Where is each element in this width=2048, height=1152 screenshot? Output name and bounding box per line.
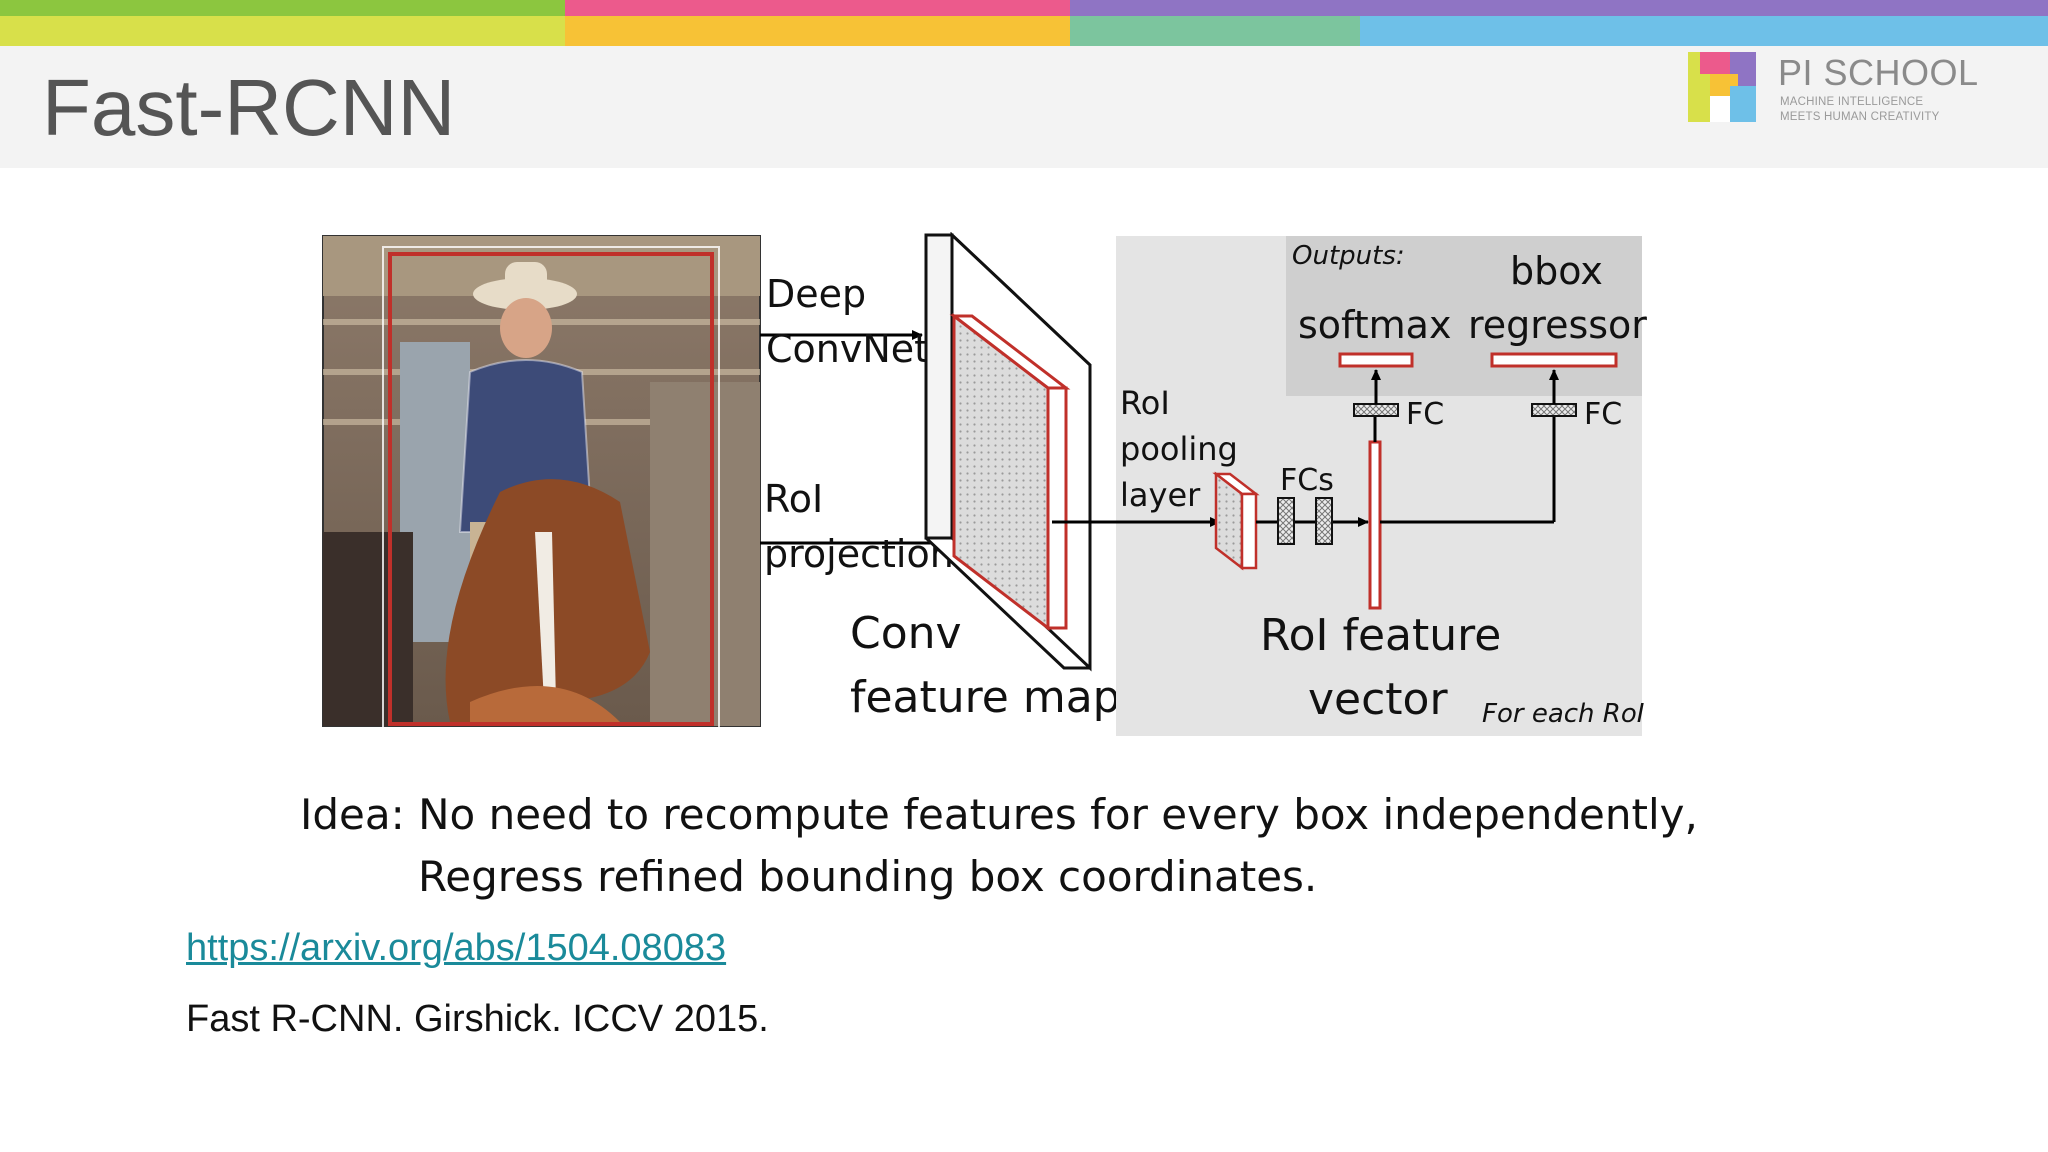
logo-tagline-2: MEETS HUMAN CREATIVITY (1780, 111, 1940, 123)
input-image (322, 235, 761, 732)
regressor-output (1490, 352, 1618, 368)
label-vector: vector (1308, 674, 1448, 725)
idea-line-2: Regress refined bounding box coordinates… (418, 852, 1318, 901)
roi-pooling-block (1212, 471, 1260, 571)
label-feature-map: feature map (850, 672, 1121, 723)
label-roi: RoI (764, 477, 823, 521)
outputs-panel (1286, 236, 1642, 396)
roi-feature-vector (1368, 440, 1382, 610)
conv-feature-map (924, 232, 1092, 672)
label-regressor: regressor (1468, 303, 1647, 347)
label-outputs: Outputs: (1292, 241, 1405, 271)
logo-tagline-1: MACHINE INTELLIGENCE (1780, 96, 1924, 108)
label-for-each-roi: For each RoI (1482, 699, 1644, 729)
citation: Fast R-CNN. Girshick. ICCV 2015. (186, 998, 769, 1040)
label-fc-left: FC (1406, 397, 1444, 432)
softmax-output (1338, 352, 1414, 368)
fast-rcnn-diagram: Deep ConvNet RoI projection Conv feature… (322, 232, 1647, 736)
fc-left (1353, 403, 1399, 417)
label-fc-right: FC (1584, 397, 1622, 432)
label-roi-feature: RoI feature (1260, 610, 1501, 661)
arxiv-link[interactable]: https://arxiv.org/abs/1504.08083 (186, 927, 727, 969)
pi-school-logo-mark (1688, 52, 1756, 122)
idea-line-1: Idea: No need to recompute features for … (300, 790, 1698, 839)
label-fcs: FCs (1280, 463, 1334, 498)
label-bbox: bbox (1510, 249, 1603, 293)
logo-name: PI SCHOOL (1778, 52, 1979, 93)
slide-title: Fast-RCNN (42, 63, 456, 152)
fc-right (1531, 403, 1577, 417)
label-roi-pool-3: layer (1120, 476, 1201, 514)
label-roi-pool-2: pooling (1120, 430, 1238, 468)
label-convnet: ConvNet (766, 327, 929, 371)
fc-block-2 (1315, 497, 1333, 545)
label-projection: projection (764, 532, 954, 576)
label-softmax: softmax (1298, 303, 1451, 347)
label-roi-pool-1: RoI (1120, 384, 1170, 422)
top-color-stripe (0, 0, 2048, 46)
pi-school-logo: PI SCHOOL MACHINE INTELLIGENCE MEETS HUM… (1688, 52, 2028, 132)
label-deep: Deep (766, 272, 866, 316)
fc-block-1 (1277, 497, 1295, 545)
label-conv: Conv (850, 608, 962, 659)
